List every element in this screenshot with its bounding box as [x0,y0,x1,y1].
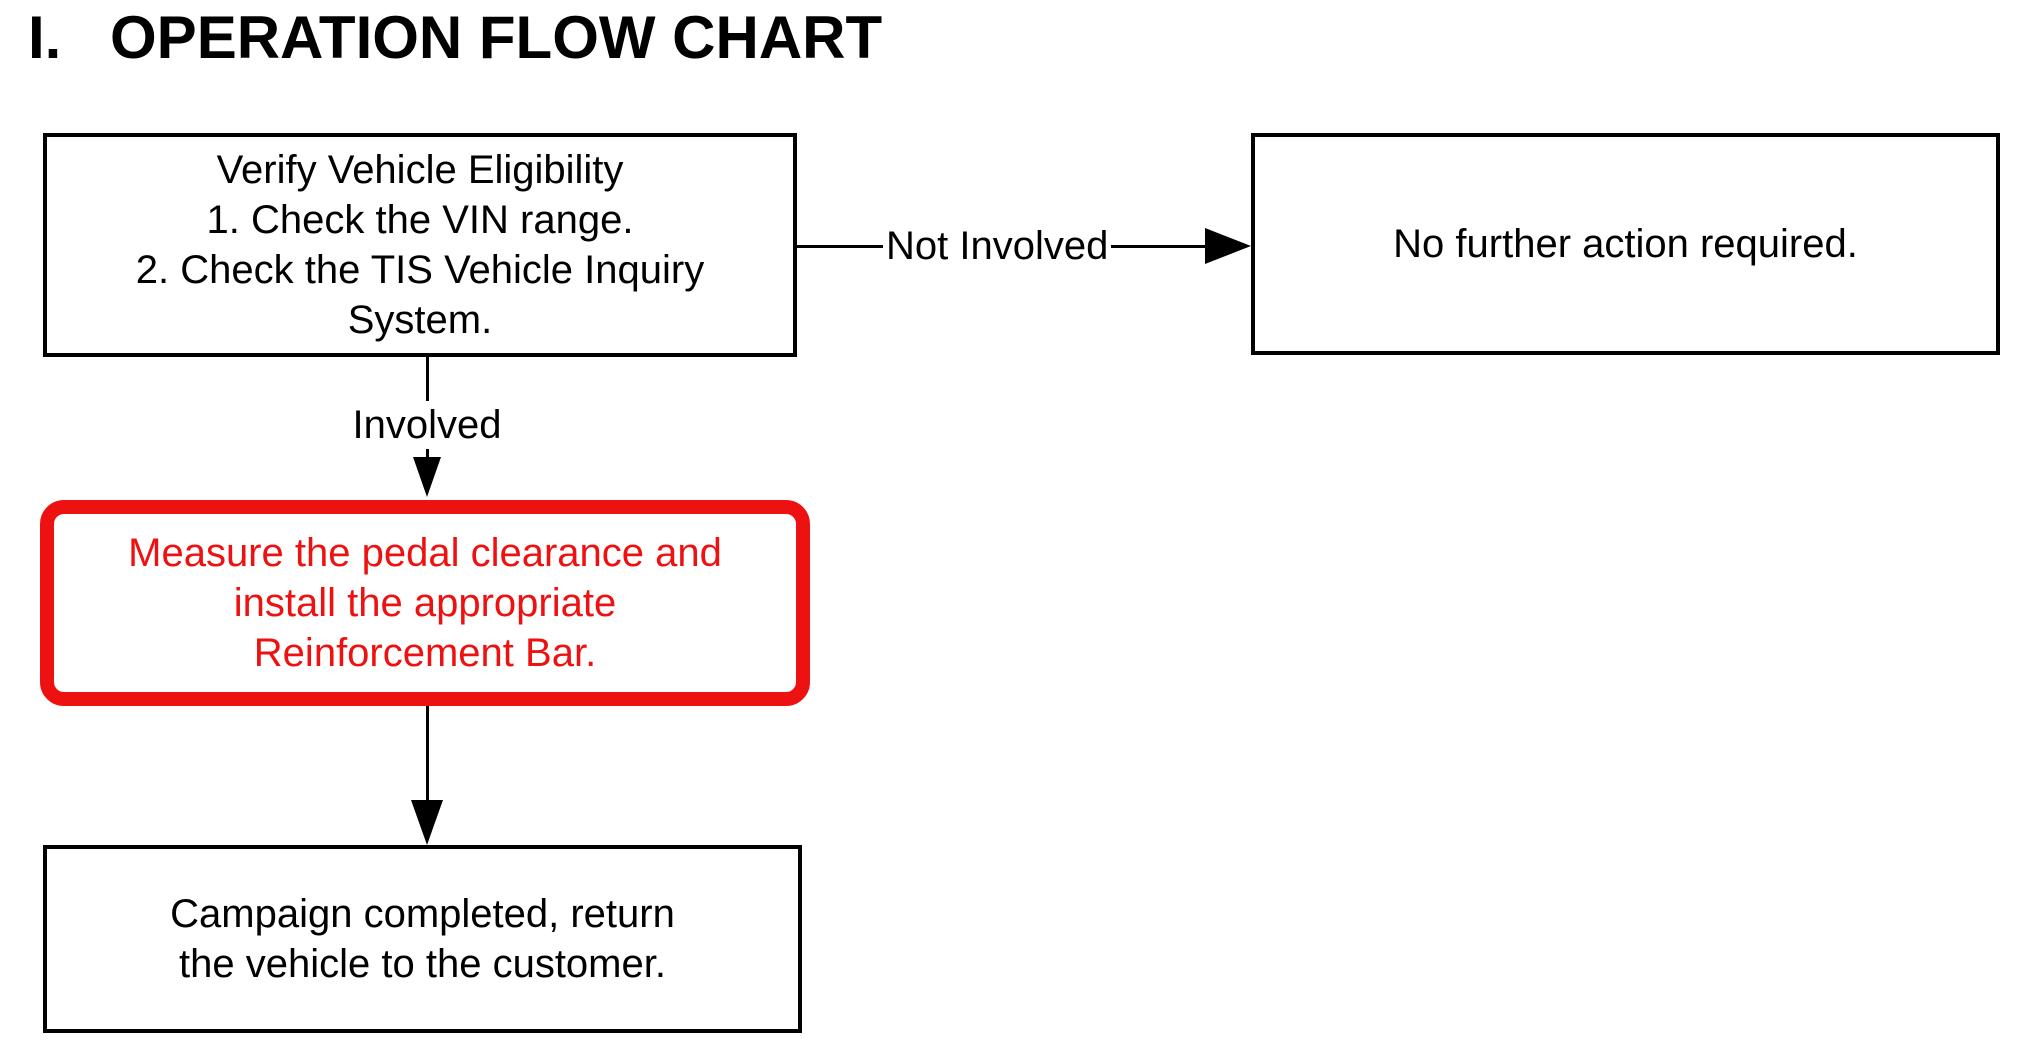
connector-not-involved: Not Involved [797,222,1251,270]
connector-line [425,449,429,457]
connector-line [797,244,883,248]
flow-box-verify-eligibility: Verify Vehicle Eligibility 1. Check the … [43,133,797,357]
branch-label-not-involved: Not Involved [886,224,1109,268]
flow-box-no-further-action: No further action required. [1251,133,2000,355]
page-title: I. OPERATION FLOW CHART [28,6,882,70]
flow-box-campaign-completed: Campaign completed, return the vehicle t… [43,845,802,1033]
branch-label-involved: Involved [352,403,502,447]
arrowhead-right-icon [1205,228,1251,264]
connector-line [425,706,429,800]
section-title: OPERATION FLOW CHART [110,4,883,71]
measure-pedal-clearance-text: Measure the pedal clearance and install … [128,531,722,675]
arrowhead-down-icon [413,457,441,497]
verify-eligibility-text: Verify Vehicle Eligibility 1. Check the … [135,148,705,342]
connector-line [1111,244,1205,248]
arrowhead-down-icon [411,800,443,845]
section-numeral: I. [28,4,62,71]
connector-line [425,357,429,401]
campaign-completed-text: Campaign completed, return the vehicle t… [170,892,675,986]
connector-involved: Involved [352,357,502,500]
no-further-action-text: No further action required. [1393,222,1858,266]
connector-to-campaign-completed [411,706,443,845]
flow-box-measure-pedal-clearance: Measure the pedal clearance and install … [40,500,810,706]
